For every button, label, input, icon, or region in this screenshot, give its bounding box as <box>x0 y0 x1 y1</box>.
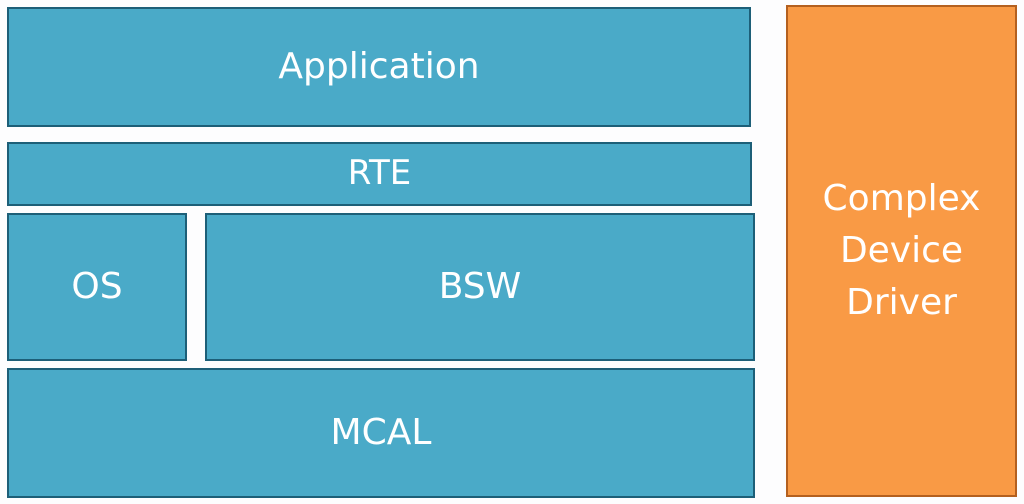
rte-label: RTE <box>347 153 412 194</box>
rte-layer: RTE <box>7 142 752 206</box>
os-label: OS <box>71 265 123 307</box>
complex-device-driver-block: Complex Device Driver <box>786 5 1017 497</box>
mcal-layer: MCAL <box>7 368 755 498</box>
application-label: Application <box>278 45 480 87</box>
mcal-label: MCAL <box>330 411 432 453</box>
bsw-block: BSW <box>205 213 755 361</box>
application-layer: Application <box>7 7 751 127</box>
cdd-label-line-2: Device <box>839 229 964 271</box>
os-block: OS <box>7 213 187 361</box>
cdd-label-line-3: Driver <box>846 282 957 324</box>
bsw-label: BSW <box>438 265 522 307</box>
cdd-label-line-1: Complex <box>822 177 981 219</box>
